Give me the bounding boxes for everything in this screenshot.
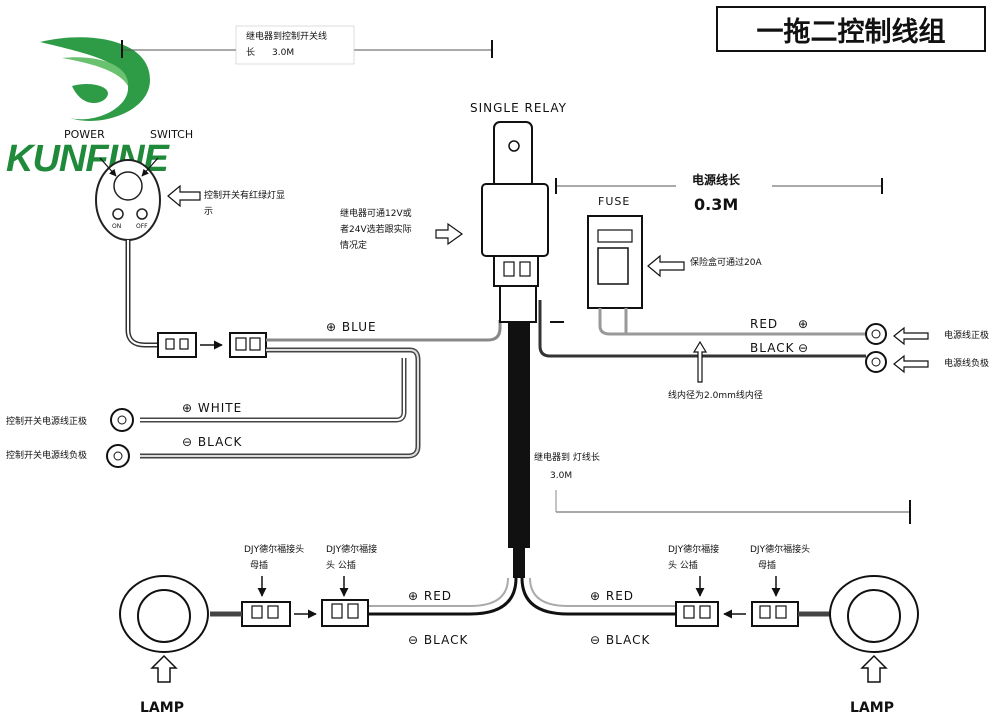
main-trunk [508,322,530,548]
lamp-right-label: LAMP [850,700,894,716]
relay-note-2: 者24V选若跟实际 [340,223,412,235]
wire-diameter-note: 线内径为2.0mm线内径 [668,389,763,401]
dim-relay-switch-label-2: 长 [246,46,255,58]
power-ring-terminal-neg [865,351,887,373]
brand-logo-swoosh [40,37,150,121]
switch-connector-female [157,332,197,358]
relay-note-1: 继电器可通12V或 [340,207,412,219]
power-len-label: 电源线长 [692,172,741,187]
red-wire-label-left: ⊕ RED [408,589,452,603]
power-len-value: 0.3M [694,195,738,214]
djy-female-label-2: 母插 [250,559,268,571]
off-label: OFF [136,223,148,230]
page-title: 一拖二控制线组 [756,16,946,48]
on-label: ON [112,223,121,230]
black-minus-symbol: ⊖ [798,341,809,355]
dim-relay-lamp: 继电器到 灯线长 3.0M [534,451,911,524]
title-box: 一拖二控制线组 [716,6,986,52]
red-wire-label-right: ⊕ RED [590,589,634,603]
dim-relay-switch: 继电器到控制开关线 长 3.0M [121,25,493,65]
djy-male-r-label-2: 头 公插 [668,559,698,571]
fuse-note: 保险盒可通过20A [690,256,762,268]
dim-relay-switch-label-3: 3.0M [272,48,294,58]
black-wire-label-switch: ⊖ BLACK [182,435,242,449]
sw-neg-power-label: 控制开关电源线负极 [6,449,87,461]
lamp-left-label: LAMP [140,700,184,716]
power-switch: POWER SWITCH ON OFF 控制开关有红绿灯显 示 [64,128,285,241]
relay-lamp-len-1: 继电器到 灯线长 [534,451,600,463]
relay-note-3: 情况定 [340,239,367,251]
djy-female-r-label-2: 母插 [758,559,776,571]
power-label: POWER [64,128,105,141]
switch-note-1: 控制开关有红绿灯显 [204,189,285,201]
djy-male-label-2: 头 公插 [326,559,356,571]
fuse-box [587,215,643,309]
black-wire-label-left: ⊖ BLACK [408,633,468,647]
red-wire-label-power: RED [750,317,778,331]
dim-relay-switch-label-1: 继电器到控制开关线 [246,30,327,42]
lamp-right [829,575,919,653]
switch-label: SWITCH [150,128,193,141]
single-relay [481,121,549,323]
black-wire-label-power: BLACK [750,341,795,355]
right-connector-male [675,601,719,627]
switch-note-2: 示 [204,207,213,217]
djy-female-label-1: DJY德尔福接头 [244,543,304,555]
blue-wire-label: ⊕ BLUE [326,320,377,334]
djy-male-label-1: DJY德尔福接 [326,543,377,555]
switch-ring-terminal-neg [106,444,130,468]
right-connector-female [751,601,799,627]
lamp-left-arrow [150,654,178,683]
fuse-label: FUSE [598,195,630,208]
sw-pos-power-label: 控制开关电源线正极 [6,415,87,427]
lamp-right-arrow [860,654,888,683]
djy-male-r-label-1: DJY德尔福接 [668,543,719,555]
left-connector-female [241,601,291,627]
power-ring-terminal-pos [865,323,887,345]
single-relay-label: SINGLE RELAY [470,101,567,115]
dim-power-length: 电源线长 0.3M [555,170,883,218]
red-plus-symbol: ⊕ [798,317,809,331]
switch-ring-terminal-pos [110,408,134,432]
switch-connector-male [229,332,267,358]
white-wire-label: ⊕ WHITE [182,401,242,415]
left-connector-male [321,599,369,627]
lamp-left [119,575,209,653]
pos-power-label: 电源线正极 [944,329,989,341]
djy-female-r-label-1: DJY德尔福接头 [750,543,810,555]
neg-power-label: 电源线负极 [944,357,989,369]
relay-lamp-len-2: 3.0M [550,471,572,481]
black-wire-label-right: ⊖ BLACK [590,633,650,647]
